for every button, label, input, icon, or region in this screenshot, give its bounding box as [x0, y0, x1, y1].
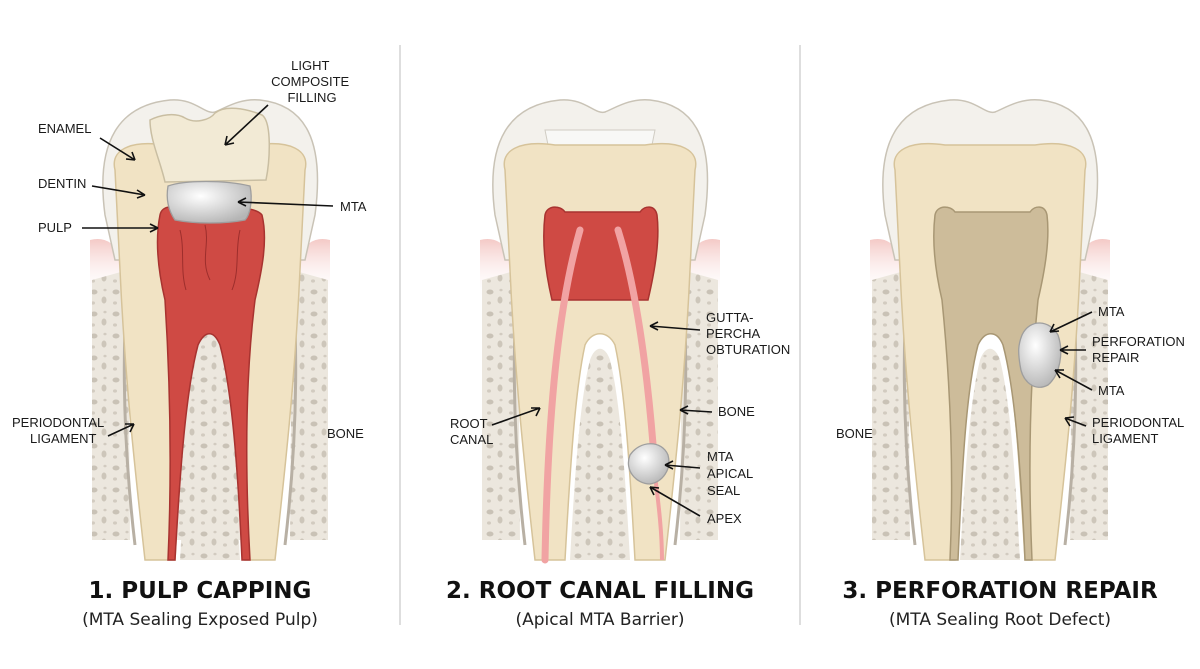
arrow-perforation	[1059, 345, 1086, 355]
arrow-mta	[237, 197, 334, 207]
label-bone: BONE	[327, 426, 364, 441]
label-ligament: PERIODONTAL LIGAMENT	[12, 415, 107, 446]
arrow-bone	[679, 405, 713, 415]
pulp	[156, 206, 266, 561]
root-gap	[570, 348, 630, 560]
panel-root-canal: GUTTA- PERCHA OBTURATION ROOT CANAL BONE…	[446, 99, 790, 630]
arrow-ligament	[107, 423, 135, 437]
panel-subtitle: (Apical MTA Barrier)	[516, 610, 685, 630]
label-mta-top: MTA	[1098, 304, 1125, 319]
composite-filling	[149, 107, 271, 183]
label-root-canal: ROOT CANAL	[450, 416, 493, 447]
arrow-filling	[224, 104, 269, 146]
pulp-chamber	[543, 206, 659, 301]
label-filling: LIGHT COMPOSITE FILLING	[271, 58, 353, 105]
arrow-root-canal	[491, 407, 541, 426]
mta-perforation-repair	[1018, 322, 1062, 388]
mta-apical-seal	[627, 443, 670, 485]
gutta-percha-right	[614, 226, 659, 474]
panel-title: 3. PERFORATION REPAIR	[842, 578, 1158, 604]
arrow-dentin	[91, 185, 146, 199]
arrow-apex	[649, 486, 701, 517]
mta-pulp-cap	[166, 180, 252, 224]
arrow-mta-seal	[664, 460, 701, 470]
panel-perforation-repair: MTA PERFORATION REPAIR MTA BONE PERIODON…	[836, 99, 1189, 630]
gutta-percha-left	[541, 226, 584, 564]
label-dentin: DENTIN	[38, 176, 86, 191]
panel-title: 1. PULP CAPPING	[89, 578, 312, 604]
panel-title: 2. ROOT CANAL FILLING	[446, 578, 754, 604]
arrow-ligament	[1064, 416, 1087, 427]
arrow-enamel	[99, 137, 136, 161]
label-ligament: PERIODONTAL LIGAMENT	[1092, 415, 1187, 446]
label-mta-bottom: MTA	[1098, 383, 1125, 398]
label-apex: APEX	[707, 511, 742, 526]
arrow-gutta	[649, 321, 701, 331]
pulp-chamber	[933, 206, 1049, 561]
label-pulp: PULP	[38, 220, 72, 235]
label-mta: MTA	[340, 199, 367, 214]
label-perforation: PERFORATION REPAIR	[1092, 334, 1189, 365]
root-gap	[180, 348, 240, 560]
bone	[92, 270, 328, 540]
label-gutta: GUTTA- PERCHA OBTURATION	[706, 310, 790, 357]
label-bone: BONE	[718, 404, 755, 419]
label-mta-seal: MTA APICAL SEAL	[707, 449, 756, 498]
label-enamel: ENAMEL	[38, 121, 91, 136]
arrow-pulp	[82, 223, 159, 233]
bone	[872, 270, 1108, 540]
pulp-veins	[179, 224, 241, 291]
panel-subtitle: (MTA Sealing Exposed Pulp)	[82, 610, 318, 630]
arrow-mta-bottom	[1054, 369, 1093, 391]
panel-pulp-capping: LIGHT COMPOSITE FILLING ENAMEL DENTIN PU…	[12, 58, 367, 630]
arrow-mta-top	[1049, 311, 1093, 333]
label-bone: BONE	[836, 426, 873, 441]
root-gap	[960, 348, 1020, 560]
panel-subtitle: (MTA Sealing Root Defect)	[889, 610, 1111, 630]
